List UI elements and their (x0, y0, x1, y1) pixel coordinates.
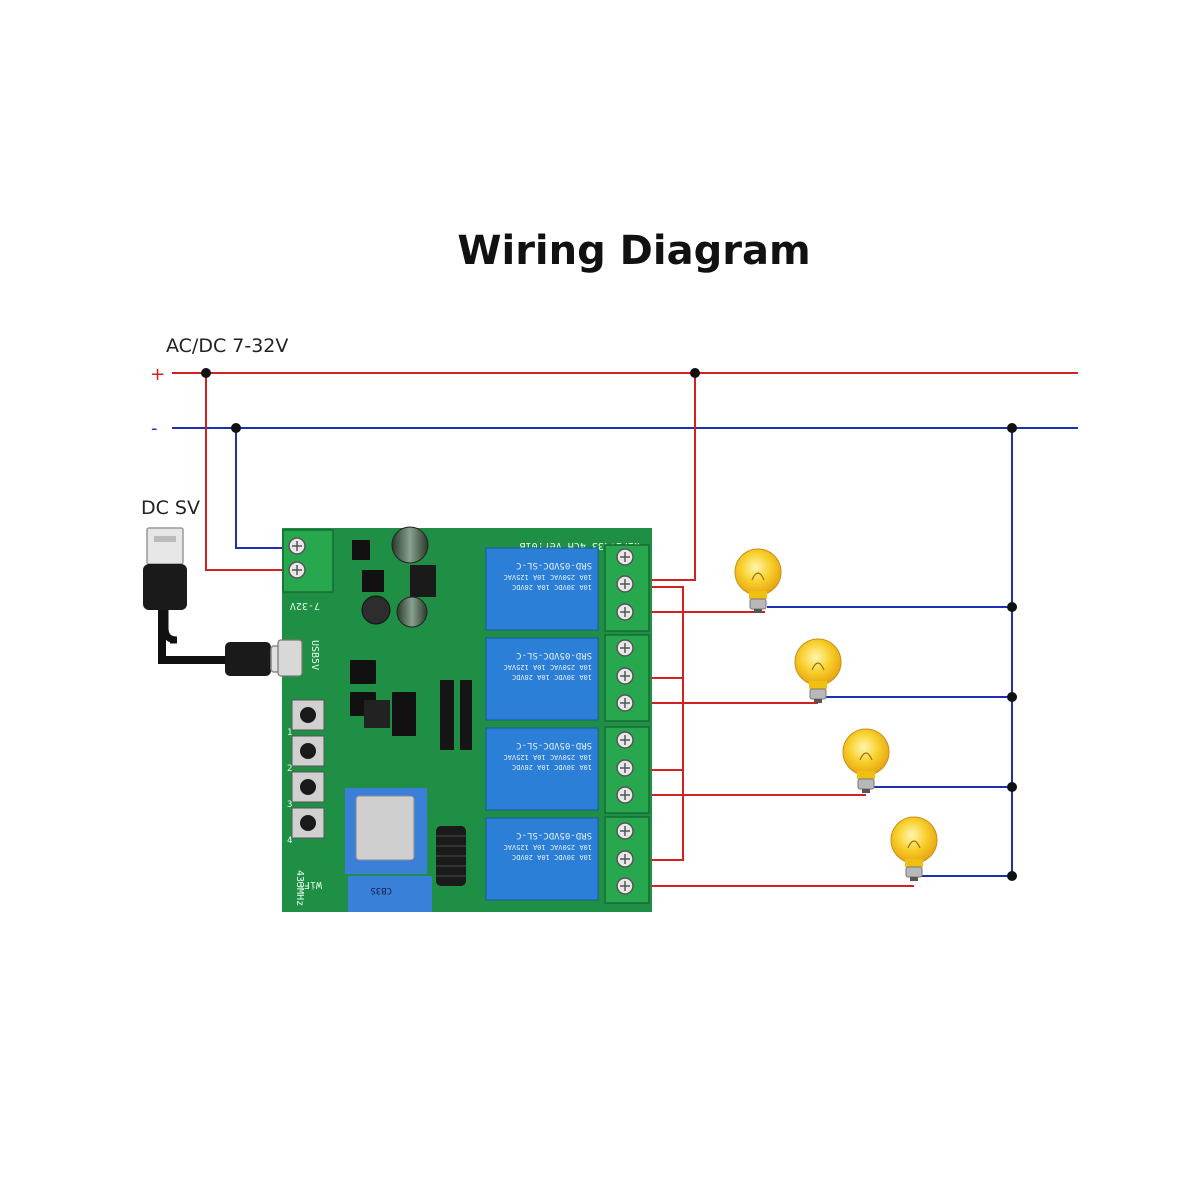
relay-4-model: SRD-05VDC-SL-C (516, 830, 592, 840)
relay-3: SRD-05VDC-SL-C 10A 250VAC 10A 125VAC 10A… (485, 727, 599, 811)
button-3-label: 3 (287, 800, 292, 810)
supply-label: AC/DC 7-32V (166, 335, 288, 357)
com-bus-wire (628, 586, 684, 861)
board-positive-wire (205, 373, 290, 571)
usb-a-plug-body (143, 564, 187, 610)
relay-2-rating-b: 10A 30VDC 10A 28VDC (512, 673, 592, 681)
lamp-2 (794, 638, 842, 703)
relay-4: SRD-05VDC-SL-C 10A 250VAC 10A 125VAC 10A… (485, 817, 599, 901)
capacitor-1 (391, 526, 429, 564)
inductor (361, 595, 391, 625)
tactile-buttons: 1 2 3 4 (287, 699, 325, 846)
lamp-4 (890, 816, 938, 881)
junction-dots (201, 368, 1017, 881)
model-label: WiFi+433 4CH Ver:01B (520, 540, 640, 551)
board-usb-port (277, 639, 303, 677)
button-4-label: 4 (287, 836, 292, 846)
relay-4-rating-b: 10A 30VDC 10A 28VDC (512, 853, 592, 861)
usb-label: USB5V (309, 640, 320, 670)
lamp-1 (734, 548, 782, 613)
usb-a-plug-metal (146, 527, 184, 565)
relay-2-rating-a: 10A 250VAC 10A 125VAC (503, 663, 592, 671)
diagram-title: Wiring Diagram (457, 228, 810, 274)
minus-sign: - (151, 418, 158, 439)
plus-sign: + (150, 364, 165, 385)
lamp-3 (842, 728, 890, 793)
terminal-label: 7-32V (290, 600, 320, 611)
board-negative-wire (235, 428, 290, 549)
freq-label: 433MHz (294, 870, 305, 906)
usb-cable: DC SV (141, 497, 296, 676)
wifi-module-shield (355, 795, 415, 861)
capacitor-2 (396, 596, 428, 628)
relay-1-rating-b: 10A 30VDC 10A 28VDC (512, 583, 592, 591)
relay-2-model: SRD-05VDC-SL-C (516, 650, 592, 660)
output-terminals (604, 544, 650, 904)
relay-4-rating-a: 10A 250VAC 10A 125VAC (503, 843, 592, 851)
usb-c-plug-body (225, 642, 271, 676)
relay-board: 7-32V USB5V 1 2 3 4 (277, 526, 652, 912)
relay-1-model: SRD-05VDC-SL-C (516, 560, 592, 570)
relay-2: SRD-05VDC-SL-C 10A 250VAC 10A 125VAC 10A… (485, 637, 599, 721)
relay-3-model: SRD-05VDC-SL-C (516, 740, 592, 750)
usb-power-label: DC SV (141, 497, 200, 519)
wifi-label: WiFi (298, 879, 322, 890)
power-terminal-block (282, 529, 334, 593)
relay-3-rating-a: 10A 250VAC 10A 125VAC (503, 753, 592, 761)
button-2-label: 2 (287, 764, 292, 774)
module-label: CB3S (370, 885, 392, 895)
relay-1-rating-a: 10A 250VAC 10A 125VAC (503, 573, 592, 581)
relay-3-rating-b: 10A 30VDC 10A 28VDC (512, 763, 592, 771)
relay-1: SRD-05VDC-SL-C 10A 250VAC 10A 125VAC 10A… (485, 547, 599, 631)
button-1-label: 1 (287, 728, 292, 738)
